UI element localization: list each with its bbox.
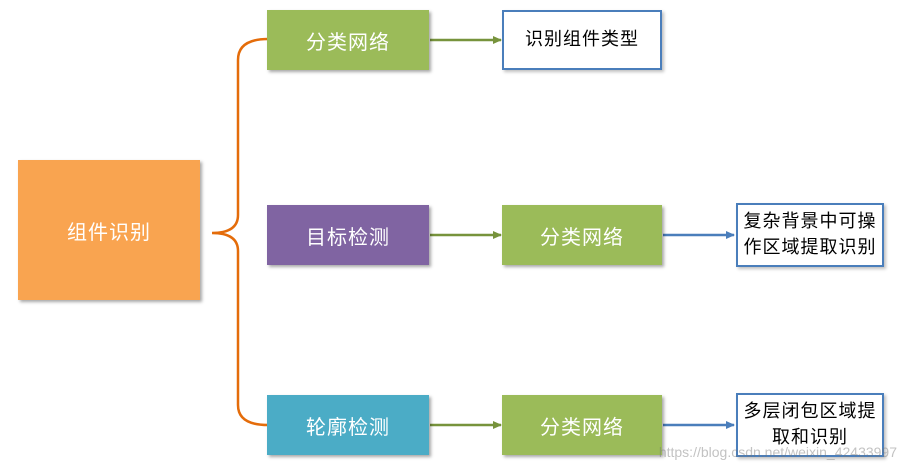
branch-node-label: 轮廓检测 <box>306 414 390 439</box>
classification-node-label: 分类网络 <box>540 224 624 249</box>
branch-node-classification: 分类网络 <box>267 10 429 70</box>
result-node-label: 识别组件类型 <box>525 29 639 50</box>
result-node-label: 复杂背景中可操 作区域提取识别 <box>743 211 877 258</box>
classification-node-2: 分类网络 <box>502 205 662 265</box>
result-node-complex-background: 复杂背景中可操 作区域提取识别 <box>736 203 884 267</box>
root-node: 组件识别 <box>18 160 200 300</box>
result-node-closed-regions: 多层闭包区域提 取和识别 <box>736 393 884 457</box>
root-brace-connector <box>211 37 269 427</box>
branch-node-object-detection: 目标检测 <box>267 205 429 265</box>
watermark-text: https://blog.csdn.net/weixin_42433997 <box>658 444 897 460</box>
branch-node-label: 目标检测 <box>306 224 390 249</box>
classification-node-label: 分类网络 <box>540 414 624 439</box>
branch-node-contour-detection: 轮廓检测 <box>267 395 429 455</box>
result-node-label: 多层闭包区域提 取和识别 <box>743 401 877 448</box>
root-node-label: 组件识别 <box>67 219 151 244</box>
result-node-component-type: 识别组件类型 <box>502 10 662 70</box>
classification-node-3: 分类网络 <box>502 395 662 455</box>
branch-node-label: 分类网络 <box>306 29 390 54</box>
